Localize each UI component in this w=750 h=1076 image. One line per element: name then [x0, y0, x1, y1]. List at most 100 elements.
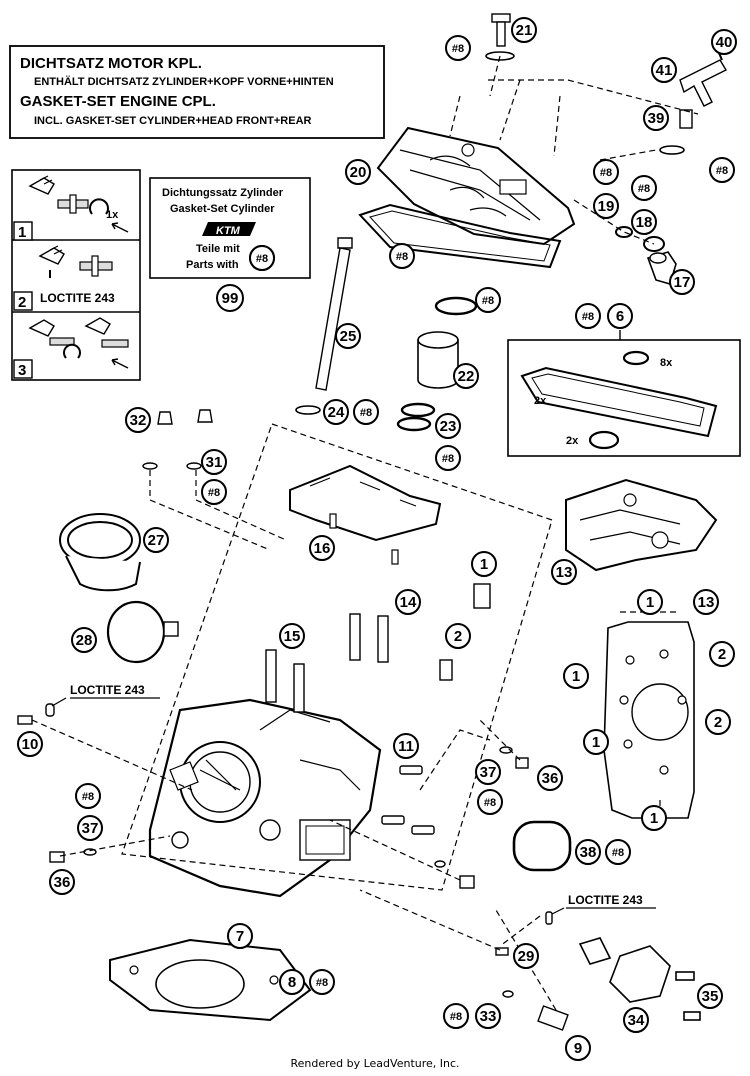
callouts: 21 #8 40 41 39 #8 20 #8 19 #8 18 17 #8 #… [17, 17, 737, 1061]
callout-label: 6 [616, 308, 624, 325]
spark-plug-tube [396, 296, 478, 432]
gasket-38 [512, 820, 572, 872]
callout-18: 18 [631, 209, 657, 235]
callout-label: 20 [350, 164, 367, 181]
callout-label: 11 [398, 738, 414, 755]
callout-label: 21 [516, 22, 533, 39]
step-2-loctite: LOCTITE 243 [40, 291, 115, 305]
callout-8-ref: #8 [309, 969, 335, 995]
hose-clamp [106, 600, 179, 664]
callout-label: LOCTITE 243 [70, 683, 145, 697]
callout-label: 8 [288, 974, 296, 991]
cam-carrier-front [565, 478, 718, 572]
callout-label: #8 [582, 311, 594, 323]
valve-cover-gasket [358, 203, 562, 269]
assembly-steps-panel: 1 1x 2 LOCTITE 243 3 [11, 169, 141, 381]
callout-18-ref: #8 [631, 175, 657, 201]
gasket-box-line4: INCL. GASKET-SET CYLINDER+HEAD FRONT+REA… [34, 115, 312, 127]
callout-19: 19 [593, 193, 619, 219]
callout-gasket-ref: #8 [389, 243, 415, 269]
callout-1c: 1 [563, 663, 589, 689]
cylinder-box-line3: Teile mit [196, 243, 240, 255]
callout-label: 7 [236, 928, 244, 945]
callout-label: #8 [452, 43, 464, 55]
callout-label: 40 [716, 34, 733, 51]
callout-label: 32 [130, 412, 147, 429]
long-bolt [295, 237, 353, 415]
callout-33: 33 [475, 1003, 501, 1029]
callout-label: 9 [574, 1040, 582, 1057]
callout-16: 16 [309, 535, 335, 561]
step-2: 2 LOCTITE 243 [13, 245, 115, 311]
callout-27: 27 [143, 527, 169, 553]
callout-label: 15 [284, 628, 301, 645]
step-3: 3 [13, 317, 129, 379]
callout-label: 2 [718, 646, 726, 663]
callout-31: 31 [201, 449, 227, 475]
callout-99: 99 [216, 284, 244, 312]
callout-label: 22 [458, 368, 475, 385]
callout-20: 20 [345, 159, 371, 185]
callout-6-ref: #8 [575, 303, 601, 329]
callout-label: #8 [482, 295, 494, 307]
callout-label: 1 [572, 668, 580, 685]
callout-label: 36 [542, 770, 559, 787]
callout-11: 11 [393, 733, 419, 759]
callout-label: 99 [222, 290, 239, 307]
cylinder-box-line1: Dichtungssatz Zylinder [162, 187, 284, 199]
callout-40: 40 [711, 29, 737, 55]
callout-23-ref: #8 [435, 445, 461, 471]
callout-36b: 36 [49, 869, 75, 895]
step-2-number: 2 [18, 294, 26, 311]
valve-cover [376, 126, 576, 246]
callout-label: 36 [54, 874, 71, 891]
callout-2a: 2 [445, 623, 471, 649]
callout-1d: 1 [583, 729, 609, 755]
cylinder-gasket-kit-box: Dichtungssatz Zylinder Gasket-Set Cylind… [149, 177, 311, 279]
callout-13a: 13 [551, 559, 577, 585]
callout-label: 14 [400, 594, 417, 611]
head-gasket [109, 938, 312, 1022]
callout-label: 37 [480, 764, 497, 781]
gasket-set-box: DICHTSATZ MOTOR KPL. ENTHÄLT DICHTSATZ Z… [9, 45, 385, 139]
footer-credit: Rendered by LeadVenture, Inc. [290, 1057, 460, 1070]
callout-label: #8 [316, 977, 328, 989]
callout-label: 2 [454, 628, 462, 645]
callout-32: 32 [125, 407, 151, 433]
callout-34: 34 [623, 1007, 649, 1033]
callout-37b-ref: #8 [75, 783, 101, 809]
seal-19 [615, 226, 633, 238]
elbow-17 [646, 251, 677, 285]
callout-39-ref: #8 [709, 157, 735, 183]
cover-leader-lines [449, 55, 699, 245]
step-1-quantity: 1x [106, 209, 119, 221]
callout-label: 13 [556, 564, 573, 581]
callout-label: 18 [636, 214, 653, 231]
head-gasket-set-box: 8x 2x 2x [507, 330, 741, 457]
cylinder-box-ref: #8 [256, 253, 268, 265]
callout-15: 15 [279, 623, 305, 649]
side-cover-plate [603, 621, 695, 819]
ktm-logo: KTM [202, 222, 256, 237]
callout-1a: 1 [471, 551, 497, 577]
callout-label: #8 [82, 791, 94, 803]
callout-14: 14 [395, 589, 421, 615]
multiplier-2x-gasket: 2x [534, 395, 547, 407]
callout-2b: 2 [709, 641, 735, 667]
callout-label: 1 [650, 810, 658, 827]
callout-1e: 1 [641, 805, 667, 831]
callout-13b: 13 [693, 589, 719, 615]
loctite-label-right: LOCTITE 243 [551, 893, 656, 915]
callout-label: 10 [22, 736, 39, 753]
callout-label: #8 [442, 453, 454, 465]
callout-label: #8 [208, 487, 220, 499]
ktm-logo-text: KTM [216, 225, 241, 237]
callout-23: 23 [435, 413, 461, 439]
callout-7: 7 [227, 923, 253, 949]
callout-37b: 37 [77, 815, 103, 841]
callout-17: 17 [669, 269, 695, 295]
callout-39: 39 [643, 105, 669, 131]
cylinder-box-line4: Parts with [186, 259, 239, 271]
seal-18 [643, 236, 665, 252]
callout-2c: 2 [705, 709, 731, 735]
